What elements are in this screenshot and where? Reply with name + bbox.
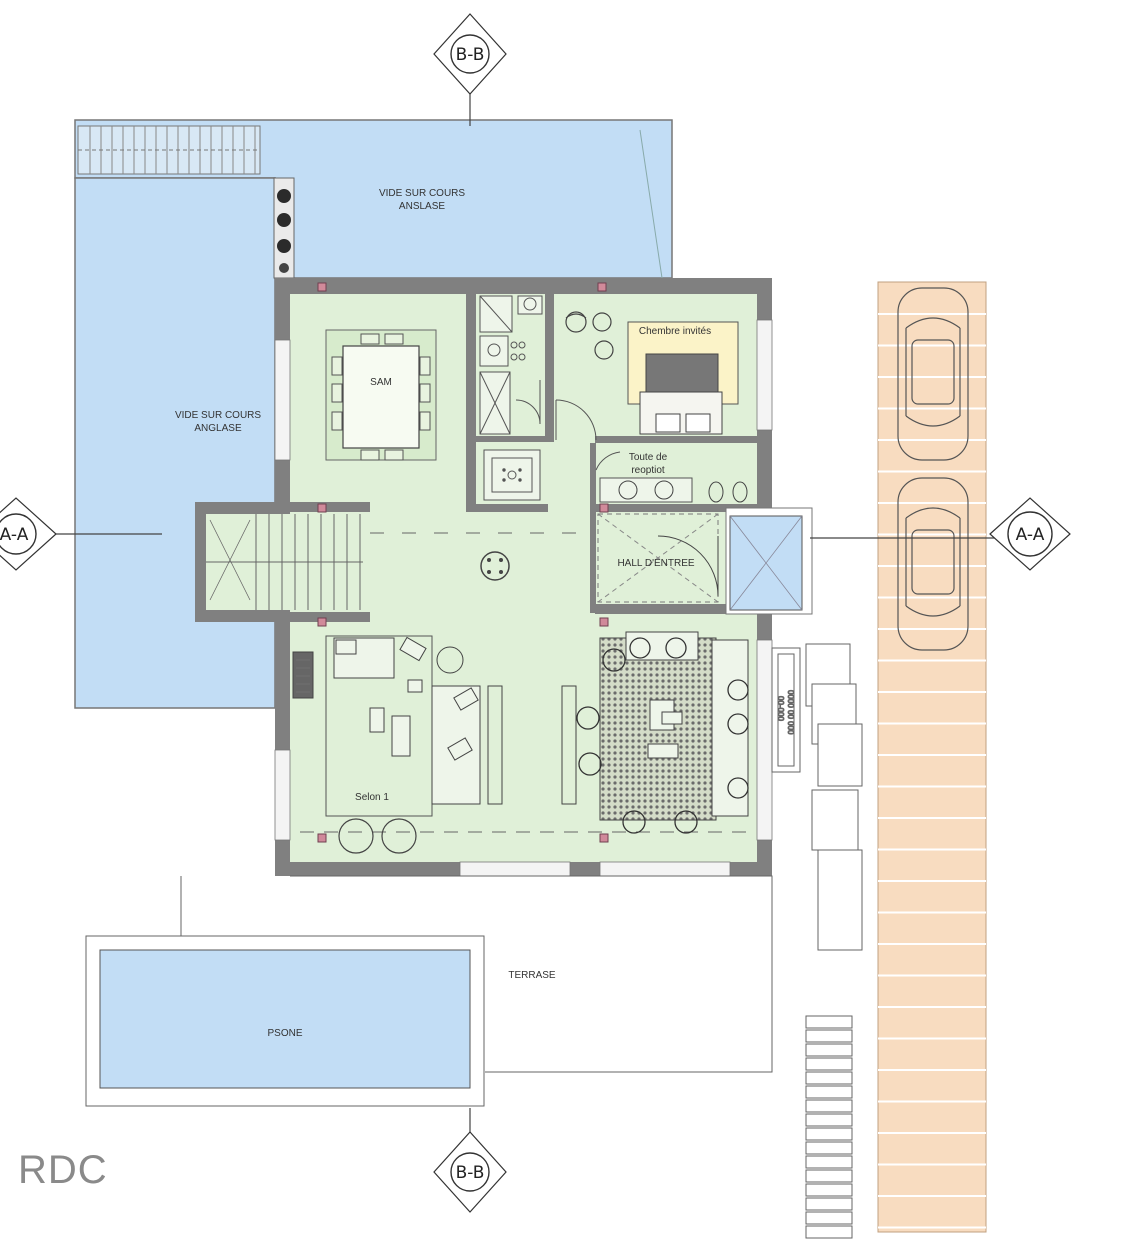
laundry-label-1: Toute de bbox=[629, 452, 668, 463]
laundry-room: Toute de reoptiot bbox=[595, 451, 748, 503]
living-area bbox=[576, 631, 749, 834]
sofa-icon bbox=[333, 636, 481, 805]
parking-strip bbox=[877, 281, 987, 1233]
void-top-label-1: VIDE SUR COURS bbox=[379, 188, 465, 199]
section-marker-aa-left: A-A bbox=[0, 497, 57, 571]
terrace: TERRASE bbox=[180, 875, 773, 1073]
entry-hall: HALL D'ENTREE bbox=[597, 513, 719, 603]
section-marker-bb-top: B-B bbox=[433, 13, 507, 95]
lounge-label: Selon 1 bbox=[355, 792, 389, 803]
toilet-icon bbox=[708, 481, 748, 503]
planter-strip bbox=[273, 177, 295, 279]
compass-rosette-icon bbox=[480, 551, 510, 581]
section-marker-aa-right: A-A bbox=[989, 497, 1071, 571]
side-label-2: 00-000 bbox=[776, 696, 785, 721]
guest-bedroom: Chembre invités bbox=[565, 311, 739, 435]
external-stairs bbox=[77, 125, 261, 175]
shower bbox=[483, 449, 541, 501]
guest-bedroom-label: Chembre invités bbox=[639, 326, 711, 337]
section-bb-top-label: B-B bbox=[456, 45, 485, 65]
dining-table-icon: SAM bbox=[325, 329, 437, 461]
section-aa-left-label: A-A bbox=[0, 525, 29, 545]
dining-label: SAM bbox=[370, 377, 392, 388]
void-left-label-1: VIDE SUR COURS bbox=[175, 410, 261, 421]
entry-void bbox=[725, 507, 813, 615]
void-left-label-2: ANGLASE bbox=[194, 423, 242, 434]
terrace-label: TERRASE bbox=[508, 970, 556, 981]
side-walkway: 0000 00 000 00-000 bbox=[771, 643, 863, 1239]
pool-label: PSONE bbox=[267, 1028, 302, 1039]
car-top-view-icon bbox=[897, 287, 969, 461]
car-top-view-icon bbox=[897, 477, 969, 651]
laundry-label-2: reoptiot bbox=[631, 465, 665, 476]
section-marker-bb-bottom: B-B bbox=[433, 1131, 507, 1213]
void-area-left: VIDE SUR COURS ANGLASE bbox=[74, 177, 276, 709]
section-aa-right-label: A-A bbox=[1016, 525, 1045, 545]
pool: PSONE bbox=[85, 935, 485, 1107]
bed-icon bbox=[639, 353, 723, 435]
hall-label: HALL D'ENTREE bbox=[617, 558, 694, 569]
void-top-label-2: ANSLASE bbox=[399, 201, 445, 212]
plan-title: RDC bbox=[18, 1148, 108, 1192]
section-bb-bottom-label: B-B bbox=[456, 1163, 485, 1183]
bathroom bbox=[479, 295, 543, 435]
internal-stairs bbox=[206, 514, 363, 610]
lounge: Selon 1 bbox=[292, 635, 577, 854]
side-label-1: 0000 00 000 bbox=[786, 690, 795, 735]
